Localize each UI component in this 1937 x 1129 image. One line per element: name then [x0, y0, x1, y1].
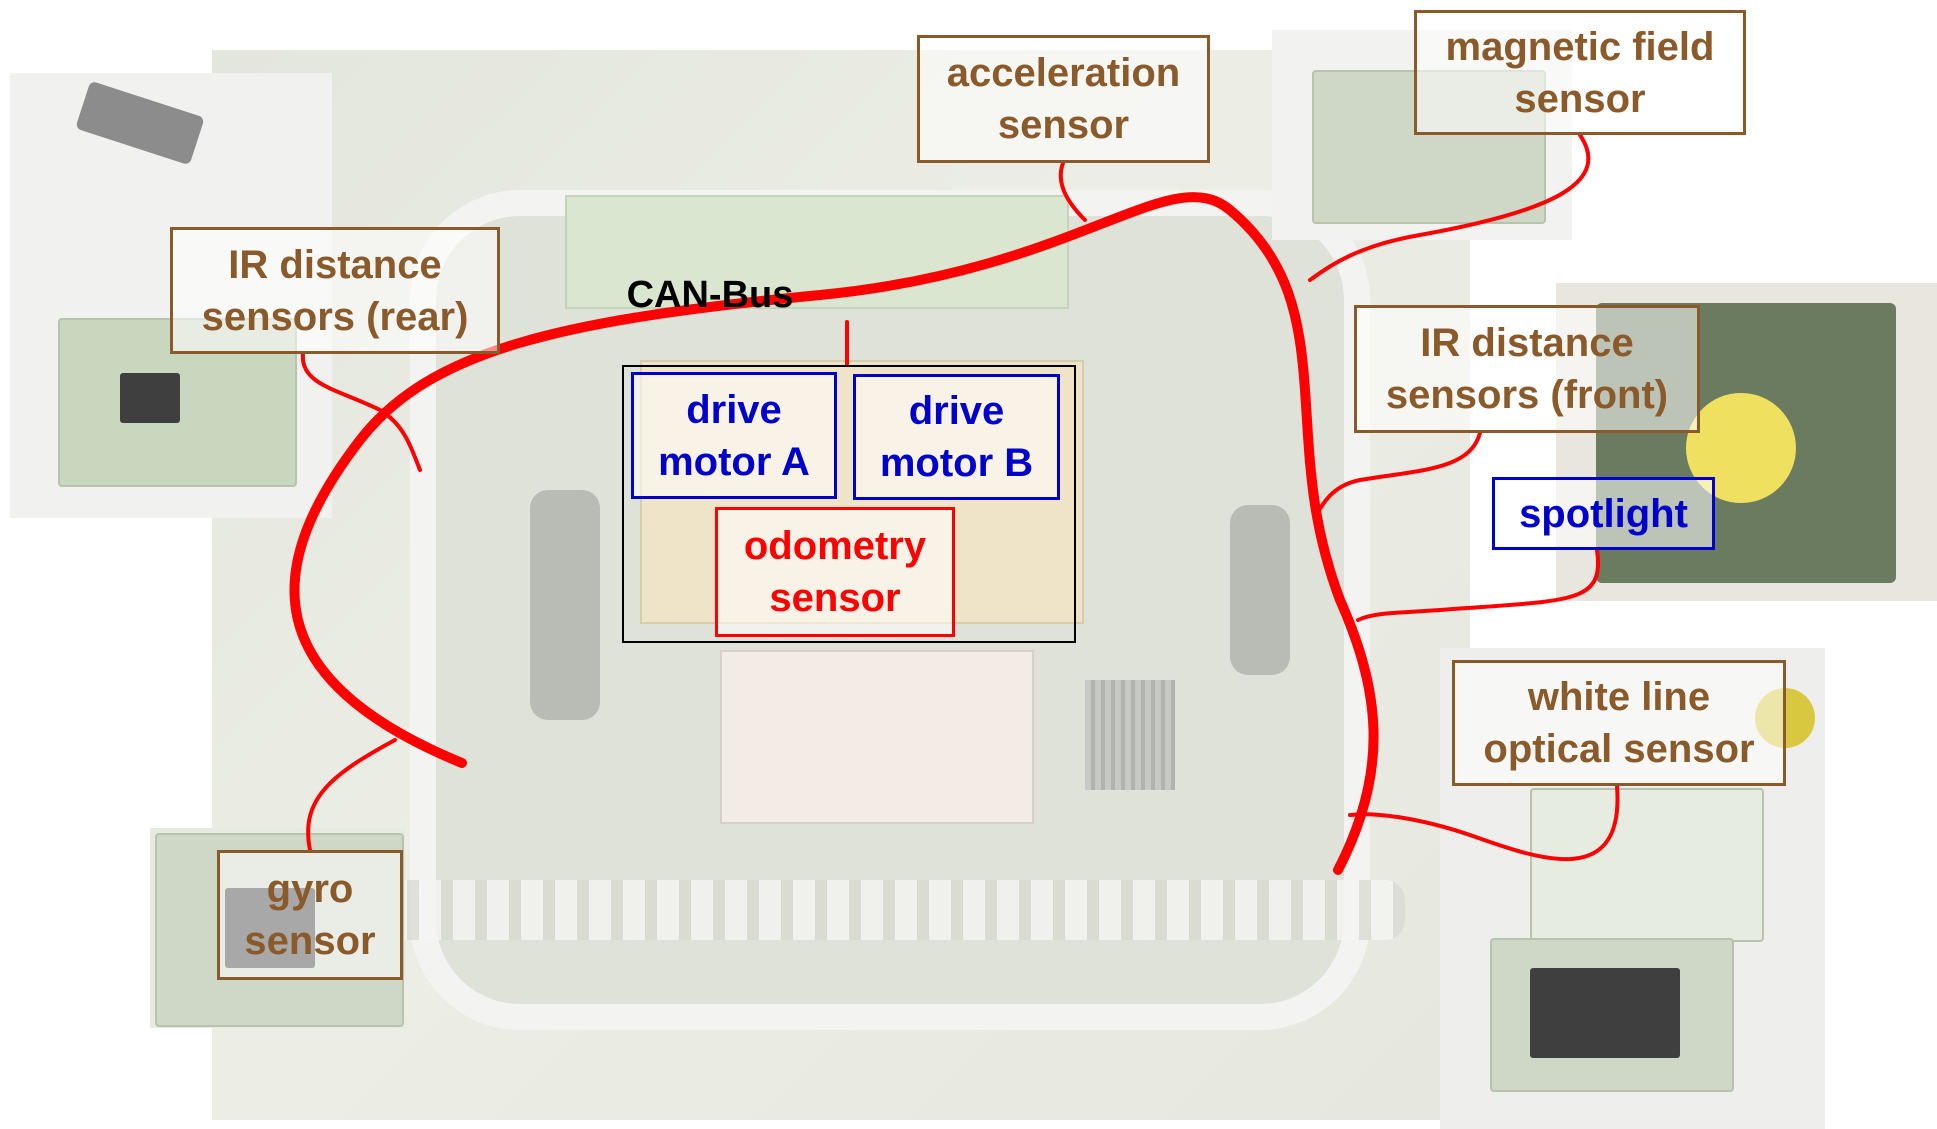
drive-motor-a-label: drive motor A — [631, 372, 837, 499]
wire-ir-rear — [300, 352, 422, 472]
ir-rear-sensor-label: IR distance sensors (rear) — [170, 227, 500, 354]
wire-gyro — [306, 738, 397, 852]
heatsink — [1085, 680, 1175, 790]
bumper-rail — [385, 880, 1405, 940]
wire-white-line — [1348, 784, 1620, 862]
top-circuit-board — [565, 195, 1069, 309]
magnetic-field-sensor-label: magnetic field sensor — [1414, 10, 1746, 135]
drive-motor-b-label: drive motor B — [853, 374, 1060, 500]
can-bus-label: CAN-Bus — [626, 274, 794, 316]
wire-magnetic — [1308, 133, 1591, 282]
white-line-sensor-label: white line optical sensor — [1452, 660, 1786, 786]
left-motor-cylinder — [530, 490, 600, 720]
lower-circuit-board — [720, 650, 1034, 824]
drive-module-frame — [622, 365, 1076, 643]
spotlight-label: spotlight — [1492, 477, 1715, 550]
wire-acceleration — [1058, 161, 1087, 222]
wire-spotlight — [1356, 548, 1601, 622]
ir-front-sensor-label: IR distance sensors (front) — [1354, 305, 1700, 433]
can-bus-line — [289, 192, 1379, 875]
gyro-sensor-label: gyro sensor — [217, 850, 403, 980]
acceleration-sensor-label: acceleration sensor — [917, 35, 1210, 163]
wire-ir-front — [1316, 431, 1482, 514]
odometry-sensor-label: odometry sensor — [715, 507, 955, 637]
right-motor-cylinder — [1230, 505, 1290, 675]
